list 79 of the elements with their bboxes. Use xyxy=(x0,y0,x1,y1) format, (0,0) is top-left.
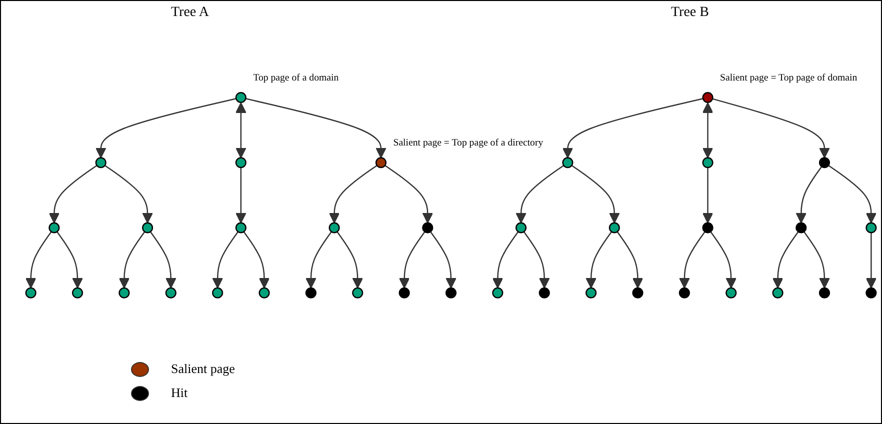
page-node-circle xyxy=(866,222,877,234)
page-node-circle xyxy=(516,222,527,234)
page-node-circle xyxy=(95,157,106,168)
arrow xyxy=(516,164,564,224)
page-node-circle xyxy=(772,287,784,298)
page-node-circle xyxy=(866,287,877,298)
page-node-circle xyxy=(235,157,246,168)
page-node-circle xyxy=(258,287,270,298)
tree-title: Tree B xyxy=(671,5,709,21)
page-node-circle xyxy=(165,287,176,298)
page-node-circle xyxy=(678,287,690,298)
page-node-circle xyxy=(48,222,60,234)
arrow xyxy=(150,231,176,288)
page-node-circle xyxy=(398,287,410,298)
arrow xyxy=(328,164,378,224)
arrow xyxy=(246,98,386,158)
arrow xyxy=(336,231,364,288)
page-node-circle xyxy=(492,287,504,298)
arrow xyxy=(772,231,799,288)
arrow xyxy=(492,231,519,288)
page-node-circle xyxy=(235,92,246,104)
page-node-circle xyxy=(818,287,830,298)
page-node-circle xyxy=(586,287,597,298)
arrow xyxy=(523,231,550,288)
arrow xyxy=(212,231,239,288)
tree-title: Tree A xyxy=(171,5,209,21)
page-node-circle xyxy=(702,222,714,234)
page-node-circle xyxy=(632,287,644,298)
arrow xyxy=(616,231,644,288)
arrow xyxy=(571,164,620,224)
arrow xyxy=(398,231,426,288)
page-node-circle xyxy=(796,222,807,234)
arrow xyxy=(586,231,612,288)
node-caption: Salient page = Top page of domain xyxy=(720,72,858,84)
arrow xyxy=(384,164,434,224)
page-node-circle xyxy=(562,157,574,168)
node-caption: Top page of a domain xyxy=(253,72,339,84)
page-node-circle xyxy=(118,287,130,298)
arrow xyxy=(430,231,456,288)
arrow xyxy=(804,231,830,288)
page-node-circle xyxy=(702,157,714,168)
legend-label: Salient page xyxy=(171,361,235,377)
arrow xyxy=(25,231,52,288)
arrow xyxy=(95,98,236,158)
page-node-circle xyxy=(72,287,84,298)
page-node-circle xyxy=(212,287,224,298)
arrow xyxy=(702,102,714,158)
page-node-circle xyxy=(702,92,714,104)
arrow xyxy=(104,164,153,224)
page-node-circle xyxy=(305,287,316,298)
page-node-circle xyxy=(235,222,246,234)
page-node-circle xyxy=(726,287,737,298)
legend-label: Hit xyxy=(171,385,188,401)
page-node-circle xyxy=(375,157,386,168)
page-node-circle xyxy=(352,287,364,298)
arrow xyxy=(712,98,830,158)
arrow xyxy=(562,98,704,158)
page-node-circle xyxy=(25,287,36,298)
page-node-circle xyxy=(538,287,550,298)
arrow xyxy=(796,166,822,224)
arrow xyxy=(48,164,98,224)
arrow xyxy=(56,231,83,288)
arrow xyxy=(236,102,246,158)
page-node-circle xyxy=(142,222,154,234)
page-node-circle xyxy=(422,222,434,234)
arrow xyxy=(306,231,332,288)
page-node-circle xyxy=(608,222,620,234)
arrow xyxy=(702,168,714,224)
arrow xyxy=(710,231,737,288)
page-node-circle xyxy=(328,222,340,234)
arrow xyxy=(236,168,246,224)
node-caption: Salient page = Top page of a directory xyxy=(393,137,544,148)
arrow xyxy=(243,231,270,288)
arrow xyxy=(679,231,706,288)
arrow xyxy=(828,164,877,224)
arrow xyxy=(118,231,146,288)
page-node-circle xyxy=(818,157,830,168)
arrow xyxy=(866,232,877,288)
page-node-circle xyxy=(445,287,457,298)
